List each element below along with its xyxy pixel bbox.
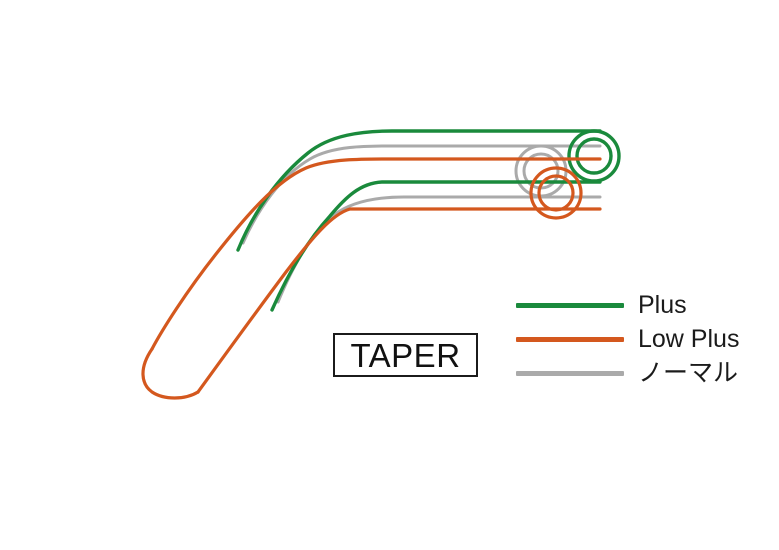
- handlebar-low-plus-outline: [141, 157, 602, 400]
- legend: Plus Low Plus ノーマル: [516, 288, 766, 388]
- taper-badge: TAPER: [333, 333, 478, 377]
- legend-swatch-normal: [516, 370, 624, 376]
- plus-top-edge: [236, 129, 602, 252]
- low-plus-ring-outer: [529, 166, 583, 220]
- low-plus-bottom-edge: [196, 207, 602, 394]
- normal-top-edge: [241, 144, 602, 245]
- legend-item-plus: Plus: [516, 288, 687, 322]
- plus-ring-outer: [567, 129, 621, 183]
- legend-label-low-plus: Low Plus: [638, 324, 740, 353]
- low-plus-left-tube-end: [141, 347, 200, 400]
- legend-label-plus: Plus: [638, 290, 687, 319]
- legend-item-low-plus: Low Plus: [516, 322, 739, 356]
- taper-badge-label: TAPER: [350, 336, 461, 374]
- normal-bottom-edge: [276, 195, 602, 304]
- legend-label-normal: ノーマル: [638, 358, 739, 387]
- low-plus-ring-inner: [537, 174, 575, 212]
- handlebar-plus-outline: [236, 129, 621, 312]
- low-plus-top-edge: [150, 157, 602, 351]
- legend-swatch-plus: [516, 302, 624, 308]
- plus-bottom-edge: [270, 180, 602, 312]
- plus-ring-inner: [575, 137, 613, 175]
- legend-swatch-low-plus: [516, 336, 624, 342]
- legend-item-normal: ノーマル: [516, 356, 738, 390]
